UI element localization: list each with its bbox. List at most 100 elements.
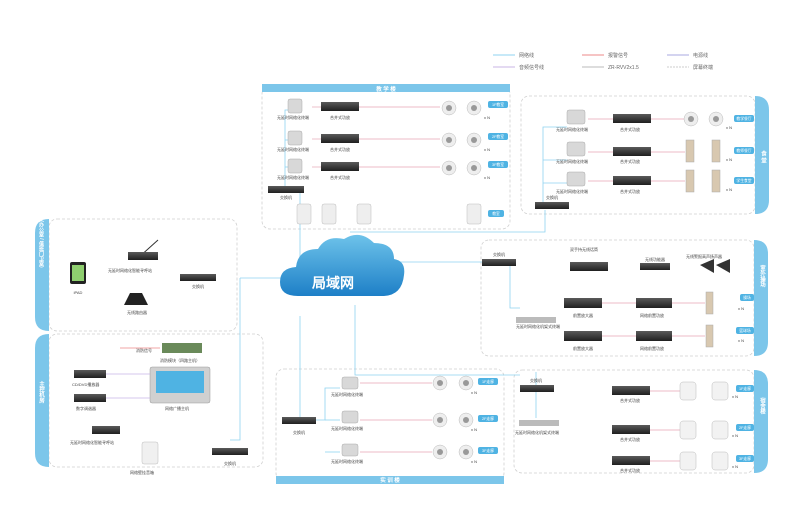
svg-text:前置放大器: 前置放大器 — [573, 345, 593, 351]
wall-speaker-icon — [141, 441, 159, 465]
desk-mic-icon — [128, 252, 158, 260]
wireless-rx-icon — [640, 263, 670, 270]
svg-text:合并式功放: 合并式功放 — [620, 126, 640, 132]
svg-text:交换机: 交换机 — [280, 194, 292, 200]
svg-text:1F走廊: 1F走廊 — [739, 386, 751, 391]
svg-text:无延时网络化终端: 无延时网络化终端 — [556, 126, 588, 132]
zone-tabs: 教 学 楼 食 堂 室外操场 宿舍楼 实 训 楼 办公中心（办公室 / 值班门卫… — [35, 84, 769, 484]
svg-text:x N: x N — [738, 306, 744, 311]
svg-text:无延时网络化智能寻呼站: 无延时网络化智能寻呼站 — [70, 439, 114, 445]
svg-text:合并式功放: 合并式功放 — [620, 436, 640, 442]
canteen-devices: 无延时网络化终端 无延时网络化终端 无延时网络化终端 合并式功放 合并式功放 合… — [535, 109, 754, 209]
legend-power-line: 电源线 — [693, 52, 708, 59]
router-icon — [124, 293, 148, 305]
svg-text:合并式功放: 合并式功放 — [620, 188, 640, 194]
svg-text:CD/DVD播放器: CD/DVD播放器 — [72, 381, 99, 387]
svg-text:无线路由器: 无线路由器 — [127, 309, 147, 315]
svg-text:x N: x N — [471, 427, 477, 432]
switch-icon — [212, 448, 248, 455]
svg-text:无延时网络化终端: 无延时网络化终端 — [277, 174, 309, 180]
svg-text:交换机: 交换机 — [192, 283, 204, 289]
pre-amp-icon — [564, 298, 602, 308]
svg-text:交换机: 交换机 — [493, 251, 505, 257]
switch-icon — [535, 202, 569, 209]
svg-text:x N: x N — [732, 433, 738, 438]
switch-icon — [282, 417, 316, 424]
tuner-icon — [74, 394, 106, 402]
svg-text:网络前置功放: 网络前置功放 — [640, 312, 664, 318]
terminal-icon — [566, 109, 586, 125]
teaching-devices: 无延时网络化终端 无延时网络化终端 无延时网络化终端 合并式功放 合并式功放 合… — [268, 98, 508, 225]
svg-text:无延时网络化终端: 无延时网络化终端 — [277, 146, 309, 152]
svg-text:教学餐厅: 教学餐厅 — [736, 116, 751, 121]
legend-audio-signal: 音频信号线 — [519, 64, 544, 71]
fire-module-icon — [162, 343, 202, 353]
zone-outdoor-title: 室外操场 — [759, 264, 766, 289]
zone-office-title: 办公中心（办公室 / 值班门卫室） — [38, 196, 45, 271]
terminal-icon — [341, 410, 359, 424]
amp-icon — [321, 134, 359, 143]
outdoor-devices: 交换机 双手持无线话筒 无线功能器 无线警报高声扬声器 无延时网络化机架式终端 … — [482, 246, 754, 351]
terminal-icon — [341, 443, 359, 457]
svg-text:消防模块（四路主机）: 消防模块（四路主机） — [160, 357, 200, 363]
svg-text:x N: x N — [732, 394, 738, 399]
svg-text:3F走廊: 3F走廊 — [482, 448, 494, 453]
dorm-devices: 交换机 无延时网络化机架式终端 合并式功放 合并式功放 合并式功放 x N x … — [515, 377, 754, 473]
switch-icon — [482, 259, 516, 266]
svg-text:x N: x N — [471, 459, 477, 464]
svg-text:无延时网络化终端: 无延时网络化终端 — [556, 158, 588, 164]
cd-player-icon — [74, 370, 106, 378]
svg-text:无线警报高声扬声器: 无线警报高声扬声器 — [686, 253, 722, 259]
svg-text:合并式功放: 合并式功放 — [330, 114, 350, 120]
control-devices: 消防信号 消防模块（四路主机） 网络广播主机 CD/DVD播放器 数字调谐器 无… — [70, 343, 248, 475]
svg-text:x N: x N — [484, 147, 490, 152]
svg-text:合并式功放: 合并式功放 — [330, 174, 350, 180]
svg-text:x N: x N — [732, 464, 738, 469]
lan-cloud: 局域网 — [280, 234, 405, 296]
svg-text:x N: x N — [726, 157, 732, 162]
zone-teaching-title: 教 学 楼 — [375, 85, 396, 93]
pre-amp-icon — [564, 331, 602, 341]
switch-icon — [180, 274, 216, 281]
ceiling-speaker-icon — [441, 100, 482, 176]
terminal-icon — [566, 141, 586, 157]
svg-text:合并式功放: 合并式功放 — [620, 467, 640, 473]
svg-text:交换机: 交换机 — [546, 194, 558, 200]
terminal-icon — [287, 130, 303, 146]
svg-text:学生食堂: 学生食堂 — [736, 178, 751, 183]
tag-classroom: 教室 — [492, 211, 500, 216]
training-devices: 交换机 无延时网络化终端 无延时网络化终端 无延时网络化终端 x N x N x… — [282, 375, 498, 464]
zone-canteen-title: 食 堂 — [760, 150, 768, 165]
svg-text:iPAD: iPAD — [74, 290, 83, 295]
wireless-mic-icon — [570, 262, 608, 271]
svg-text:2F走廊: 2F走廊 — [482, 416, 494, 421]
svg-text:x N: x N — [484, 115, 490, 120]
svg-text:教师餐厅: 教师餐厅 — [736, 148, 751, 153]
svg-text:合并式功放: 合并式功放 — [620, 397, 640, 403]
svg-text:x N: x N — [726, 125, 732, 130]
terminal-icon — [287, 98, 303, 114]
tag-1f: 1F教室 — [492, 102, 504, 107]
column-speaker-icon — [705, 291, 714, 348]
legend-network-line: 网络线 — [519, 52, 534, 59]
legend-alarm-signal: 报警信号 — [608, 52, 628, 59]
svg-text:合并式功放: 合并式功放 — [620, 158, 640, 164]
tag-3f: 3F教室 — [492, 162, 504, 167]
svg-text:无延时网络化终端: 无延时网络化终端 — [277, 114, 309, 120]
terminal-icon — [566, 171, 586, 187]
zone-boxes — [48, 85, 756, 482]
svg-text:无延时网络化终端: 无延时网络化终端 — [331, 458, 363, 464]
amp-icon — [613, 176, 651, 185]
amp-icon — [321, 162, 359, 171]
rack-terminal-icon — [519, 420, 559, 426]
svg-text:3F走廊: 3F走廊 — [739, 456, 751, 461]
zone-control-title: 主控机房 — [38, 380, 46, 405]
amp-icon — [612, 456, 650, 465]
audio-lines — [312, 106, 705, 462]
amp-icon — [612, 425, 650, 434]
svg-text:网络广播主机: 网络广播主机 — [165, 405, 189, 411]
desk-mic-icon — [92, 426, 120, 434]
svg-text:网络前置功放: 网络前置功放 — [640, 345, 664, 351]
amp-icon — [613, 114, 651, 123]
office-devices: iPAD 无延时网络化智能寻呼站 无线路由器 交换机 — [70, 239, 216, 315]
